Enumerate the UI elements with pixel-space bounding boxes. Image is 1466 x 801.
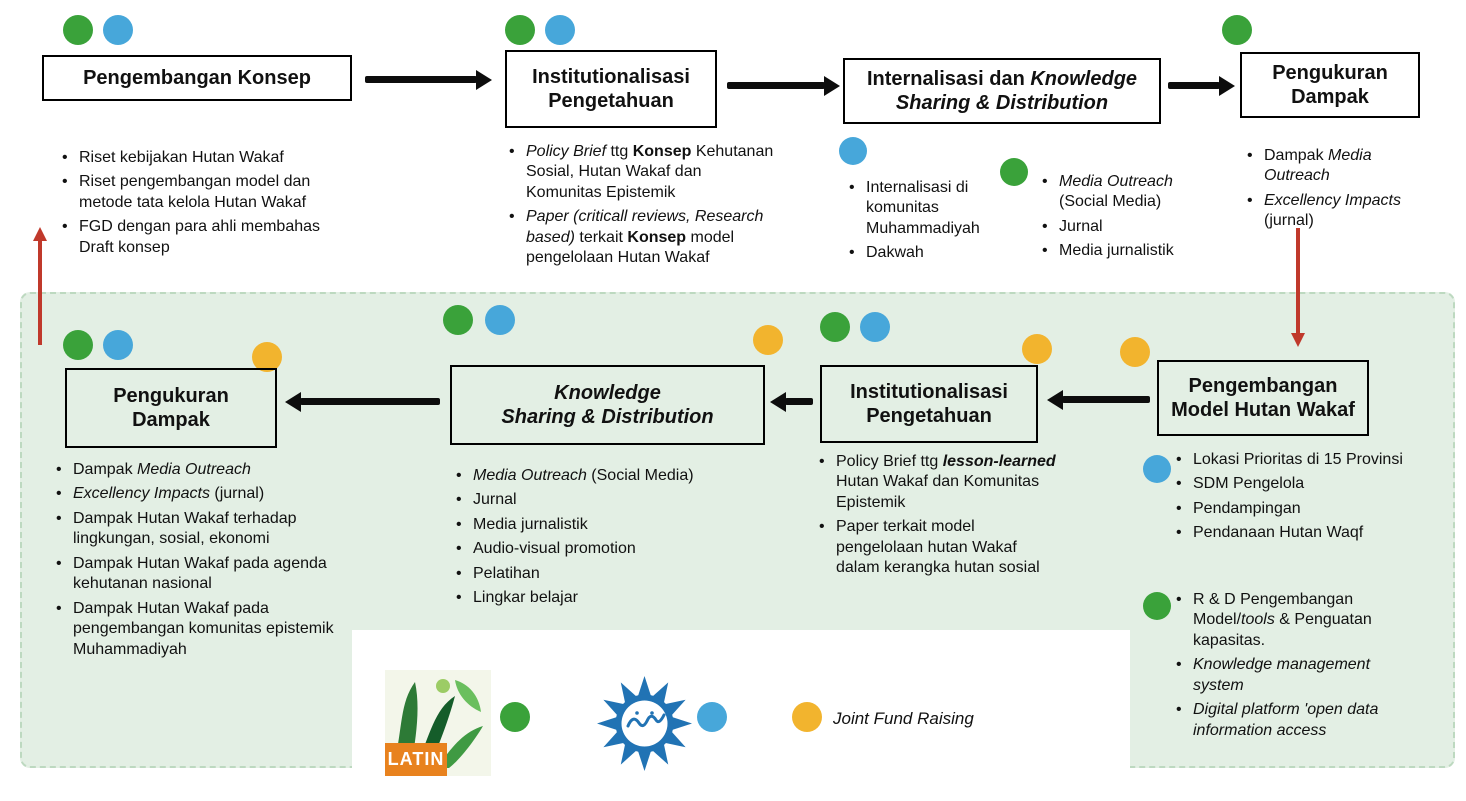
node-title: Pengukuran Dampak [1272,61,1388,108]
list-item: Jurnal [1038,217,1190,238]
list-item: Dampak Media Outreach [1243,146,1428,187]
muhammadiyah-marker-dot [1143,455,1171,483]
flow-arrow-1 [365,76,477,83]
latin-logo: LATIN [385,670,491,776]
latin-marker-dot [63,330,93,360]
list-item: Lokasi Prioritas di 15 Provinsi [1172,450,1422,471]
muhammadiyah-logo [597,676,692,771]
node-title: Knowledge Sharing & Distribution [501,381,714,428]
list-item: Knowledge management system [1172,655,1422,696]
muhammadiyah-marker-dot [860,312,890,342]
flow-arrow-back-2 [785,398,813,405]
muhammadiyah-marker-dot [485,305,515,335]
pengukuran-dampak-bottom-bullets: Dampak Media OutreachExcellency Impacts … [52,460,344,664]
list-item: Paper (criticall reviews, Research based… [505,207,777,268]
latin-marker-dot [1222,15,1252,45]
node-internalisasi-knowledge-sharing: Internalisasi dan Knowledge Sharing & Di… [843,58,1161,124]
muhammadiyah-marker-dot [545,15,575,45]
list-item: Dakwah [845,243,1007,264]
node-title: Institutionalisasi Pengetahuan [532,65,690,112]
list-item: Policy Brief ttg lesson-learned Hutan Wa… [815,452,1057,513]
list-item: Dampak Hutan Wakaf terhadap lingkungan, … [52,509,344,550]
list-item: Media jurnalistik [452,515,762,536]
knowledge-sharing-bottom-bullets: Media Outreach (Social Media) JurnalMedia… [452,466,762,613]
list-item: Dampak Hutan Wakaf pada agenda kehutanan… [52,554,344,595]
feedback-arrow-down [1296,228,1300,334]
pengembangan-konsep-bullets: Riset kebijakan Hutan WakafRiset pengemb… [58,148,358,262]
institutionalisasi-bottom-bullets: Policy Brief ttg lesson-learned Hutan Wa… [815,452,1057,583]
internalisasi-left-bullets: Internalisasi di komunitas MuhammadiyahD… [845,178,1007,268]
list-item: Pendanaan Hutan Waqf [1172,523,1422,544]
joint-fund-marker-dot [753,325,783,355]
latin-marker-dot [1143,592,1171,620]
joint-fund-raising-label: Joint Fund Raising [833,709,974,728]
list-item: Dampak Media Outreach [52,460,344,481]
flow-arrow-3 [1168,82,1220,89]
list-item: Jurnal [452,490,762,511]
list-item: Pendampingan [1172,499,1422,520]
joint-fund-marker-dot [1022,334,1052,364]
list-item: Policy Brief ttg Konsep Kehutanan Sosial… [505,142,777,203]
flow-arrow-back-1 [1062,396,1150,403]
node-pengukuran-dampak-bottom: Pengukuran Dampak [65,368,277,448]
flow-arrow-back-3 [300,398,440,405]
latin-marker-dot [505,15,535,45]
list-item: Internalisasi di komunitas Muhammadiyah [845,178,1007,239]
pengukuran-dampak-top-bullets: Dampak Media OutreachExcellency Impacts … [1243,146,1428,236]
list-item: Dampak Hutan Wakaf pada pengembangan kom… [52,599,344,660]
node-title: Pengukuran Dampak [113,384,229,431]
pengembangan-model-green-bullets: R & D Pengembangan Model/tools & Penguat… [1172,590,1422,745]
joint-fund-marker-dot [252,342,282,372]
list-item: Riset pengembangan model dan metode tata… [58,172,358,213]
latin-marker-dot [820,312,850,342]
node-pengembangan-konsep: Pengembangan Konsep [42,55,352,101]
list-item: Pelatihan [452,564,762,585]
latin-marker-dot [63,15,93,45]
muhammadiyah-marker-dot [839,137,867,165]
joint-fund-legend-dot [792,702,822,732]
muhammadiyah-legend-dot [697,702,727,732]
node-institutionalisasi-bottom: Institutionalisasi Pengetahuan [820,365,1038,443]
list-item: Excellency Impacts (jurnal) [1243,191,1428,232]
node-title: Institutionalisasi Pengetahuan [850,380,1008,427]
node-institutionalisasi-pengetahuan: Institutionalisasi Pengetahuan [505,50,717,128]
pengembangan-model-blue-bullets: Lokasi Prioritas di 15 ProvinsiSDM Penge… [1172,450,1422,548]
list-item: Audio-visual promotion [452,539,762,560]
latin-marker-dot [1000,158,1028,186]
list-item: R & D Pengembangan Model/tools & Penguat… [1172,590,1422,651]
flow-arrow-2 [727,82,825,89]
node-knowledge-sharing-bottom: Knowledge Sharing & Distribution [450,365,765,445]
list-item: Digital platform 'open data information … [1172,700,1422,741]
list-item: Media jurnalistik [1038,241,1190,262]
feedback-arrow-up [38,240,42,345]
list-item: Paper terkait model pengelolaan hutan Wa… [815,517,1057,578]
list-item: Media Outreach (Social Media) [1038,172,1190,213]
list-item: FGD dengan para ahli membahas Draft kons… [58,217,358,258]
list-item: SDM Pengelola [1172,474,1422,495]
latin-wordmark: LATIN [385,743,447,776]
institutionalisasi-bullets: Policy Brief ttg Konsep Kehutanan Sosial… [505,142,777,273]
list-item: Excellency Impacts (jurnal) [52,484,344,505]
list-item: Riset kebijakan Hutan Wakaf [58,148,358,169]
list-item: Media Outreach (Social Media) [452,466,762,487]
list-item: Lingkar belajar [452,588,762,609]
node-title: Internalisasi dan Knowledge Sharing & Di… [866,67,1138,114]
node-pengukuran-dampak-top: Pengukuran Dampak [1240,52,1420,118]
latin-marker-dot [443,305,473,335]
joint-fund-marker-dot [1120,337,1150,367]
node-title: Pengembangan Model Hutan Wakaf [1171,374,1355,421]
internalisasi-right-bullets: Media Outreach (Social Media) JurnalMedia… [1038,172,1190,266]
muhammadiyah-marker-dot [103,15,133,45]
node-pengembangan-model: Pengembangan Model Hutan Wakaf [1157,360,1369,436]
latin-legend-dot [500,702,530,732]
node-title: Pengembangan Konsep [83,66,311,89]
sun-emblem-icon [597,676,692,771]
muhammadiyah-marker-dot [103,330,133,360]
